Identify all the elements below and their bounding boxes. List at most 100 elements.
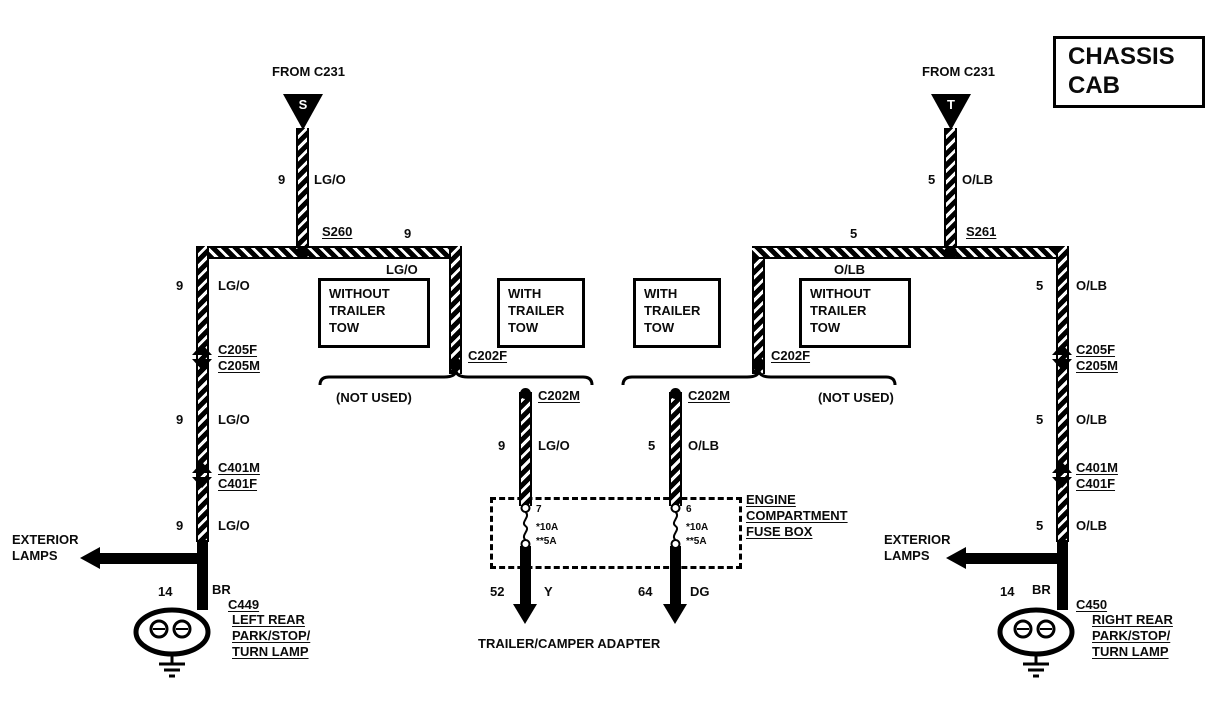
right-tow-wire-color: O/LB bbox=[688, 438, 720, 453]
left-output-arrow-icon bbox=[513, 604, 537, 624]
right-inline-connector2-icon bbox=[1052, 462, 1072, 488]
left-output-color: Y bbox=[544, 584, 553, 599]
right-without-line3: TOW bbox=[810, 319, 841, 335]
left-feed-wire bbox=[296, 128, 309, 252]
left-lamp-wire-gauge: 14 bbox=[158, 584, 173, 599]
left-triangle-letter: S bbox=[299, 97, 308, 112]
right-connector2-bottom: C401F bbox=[1076, 476, 1116, 491]
left-c202f-label: C202F bbox=[468, 348, 508, 363]
right-exterior-wire bbox=[964, 553, 1063, 564]
left-connector1-bottom: C205M bbox=[218, 358, 260, 373]
left-rear-lamp-icon bbox=[133, 607, 211, 678]
right-without-trailer-tow-box: WITHOUT TRAILER TOW bbox=[799, 278, 911, 348]
right-fuse-rating2: **5A bbox=[686, 536, 707, 547]
right-fuse-pin: 6 bbox=[686, 504, 692, 515]
right-connector1-top: C205F bbox=[1076, 342, 1116, 357]
left-exterior-arrow-icon bbox=[80, 547, 100, 569]
left-body-wire2-gauge: 9 bbox=[176, 412, 184, 427]
right-branch-gauge: 5 bbox=[850, 226, 858, 241]
left-lamp-feed-wire bbox=[197, 540, 208, 610]
right-body-wire1-color: O/LB bbox=[1076, 278, 1108, 293]
right-with-trailer-tow-box: WITH TRAILER TOW bbox=[633, 278, 721, 348]
left-fuse-icon bbox=[520, 503, 531, 549]
right-splice-label: S261 bbox=[966, 224, 997, 239]
left-with-line2: TRAILER bbox=[508, 302, 565, 318]
left-branch-gauge: 9 bbox=[404, 226, 412, 241]
right-c202m-dot bbox=[670, 388, 681, 399]
left-inline-connector1-icon bbox=[192, 344, 212, 370]
left-branch-wire bbox=[196, 246, 462, 259]
left-output-wire bbox=[520, 546, 531, 606]
left-splice-label: S260 bbox=[322, 224, 353, 239]
left-body-wire3-color: LG/O bbox=[218, 518, 250, 533]
title-line2: CAB bbox=[1068, 71, 1120, 99]
left-body-wire2-color: LG/O bbox=[218, 412, 250, 427]
left-lamp-label2: PARK/STOP/ bbox=[232, 628, 311, 643]
left-lamp-label1: LEFT REAR bbox=[232, 612, 305, 627]
left-c202-bracket bbox=[318, 369, 594, 386]
right-lamp-label3: TURN LAMP bbox=[1092, 644, 1169, 659]
left-connector2-bottom: C401F bbox=[218, 476, 258, 491]
right-c202f-label: C202F bbox=[771, 348, 811, 363]
left-output-gauge: 52 bbox=[490, 584, 505, 599]
right-from-label: FROM C231 bbox=[922, 64, 995, 79]
right-lamp-wire-gauge: 14 bbox=[1000, 584, 1015, 599]
fuse-box-label1: ENGINE bbox=[746, 492, 796, 507]
left-connector2-top: C401M bbox=[218, 460, 260, 475]
right-body-wire3-color: O/LB bbox=[1076, 518, 1108, 533]
right-tow-wire bbox=[669, 392, 682, 506]
right-body-wire2-color: O/LB bbox=[1076, 412, 1108, 427]
right-lamp-label2: PARK/STOP/ bbox=[1092, 628, 1171, 643]
trailer-camper-adapter-label: TRAILER/CAMPER ADAPTER bbox=[478, 636, 661, 651]
right-fuse-rating1: *10A bbox=[686, 522, 709, 533]
left-tow-wire-color: LG/O bbox=[538, 438, 570, 453]
right-c202m-label: C202M bbox=[688, 388, 730, 403]
left-c202m-label: C202M bbox=[538, 388, 580, 403]
left-feed-color: LG/O bbox=[314, 172, 346, 187]
left-body-wire1-color: LG/O bbox=[218, 278, 250, 293]
right-output-wire bbox=[670, 546, 681, 606]
left-tow-drop-wire bbox=[449, 246, 462, 374]
left-without-line2: TRAILER bbox=[329, 302, 386, 318]
right-inline-connector1-icon bbox=[1052, 344, 1072, 370]
engine-fuse-box-outline bbox=[490, 497, 742, 569]
right-connector2-top: C401M bbox=[1076, 460, 1118, 475]
fuse-box-label3: FUSE BOX bbox=[746, 524, 813, 539]
left-exterior-label1: EXTERIOR bbox=[12, 532, 79, 547]
right-feed-wire bbox=[944, 128, 957, 252]
fuse-box-label2: COMPARTMENT bbox=[746, 508, 848, 523]
left-fuse-rating1: *10A bbox=[536, 522, 559, 533]
right-with-line2: TRAILER bbox=[644, 302, 701, 318]
left-splice-dot bbox=[296, 246, 309, 259]
left-feed-gauge: 9 bbox=[278, 172, 286, 187]
left-from-label: FROM C231 bbox=[272, 64, 345, 79]
right-exterior-label2: LAMPS bbox=[884, 548, 930, 563]
left-without-line1: WITHOUT bbox=[329, 286, 390, 301]
right-with-line3: TOW bbox=[644, 319, 675, 335]
right-output-gauge: 64 bbox=[638, 584, 653, 599]
right-without-line1: WITHOUT bbox=[810, 286, 871, 301]
left-exterior-label2: LAMPS bbox=[12, 548, 58, 563]
left-with-line3: TOW bbox=[508, 319, 539, 335]
title-line1: CHASSIS bbox=[1068, 43, 1175, 70]
right-triangle-connector-icon: T bbox=[931, 94, 971, 130]
right-exterior-arrow-icon bbox=[946, 547, 966, 569]
left-exterior-wire bbox=[98, 553, 202, 564]
right-body-wire2-gauge: 5 bbox=[1036, 412, 1044, 427]
left-body-wire bbox=[196, 246, 209, 542]
left-c202f-dot bbox=[449, 358, 462, 371]
left-without-line3: TOW bbox=[329, 319, 360, 335]
right-exterior-label1: EXTERIOR bbox=[884, 532, 951, 547]
right-branch-wire bbox=[752, 246, 1068, 259]
right-tow-wire-gauge: 5 bbox=[648, 438, 656, 453]
left-not-used-label: (NOT USED) bbox=[336, 390, 412, 405]
right-not-used-label: (NOT USED) bbox=[818, 390, 894, 405]
left-without-trailer-tow-box: WITHOUT TRAILER TOW bbox=[318, 278, 430, 348]
right-tow-drop-wire bbox=[752, 246, 765, 374]
left-lamp-label3: TURN LAMP bbox=[232, 644, 309, 659]
left-fuse-pin: 7 bbox=[536, 504, 542, 515]
left-lamp-wire-color: BR bbox=[212, 582, 231, 597]
right-body-wire bbox=[1056, 246, 1069, 542]
left-body-wire3-gauge: 9 bbox=[176, 518, 184, 533]
